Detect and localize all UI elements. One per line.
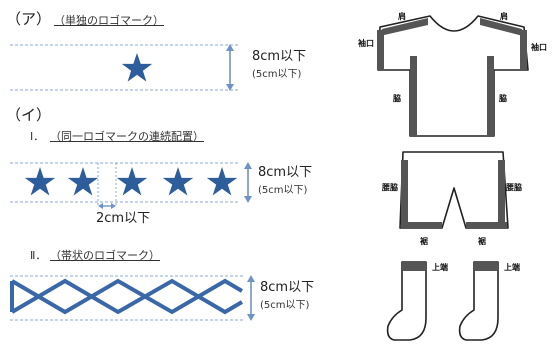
sub2-caption: （帯状のロゴマーク） — [50, 249, 160, 262]
sub1-height: 8cm以下 — [258, 165, 313, 180]
sub1-gap: 2cm以下 — [96, 211, 151, 226]
star-icon — [24, 167, 56, 196]
repeated-logo-guide — [10, 162, 238, 206]
sub2-height-sub: (5cm以下) — [260, 300, 310, 311]
label-sleeve-right: 袖口 — [531, 43, 547, 52]
section-i-label: （イ） — [6, 106, 52, 124]
shorts-illustration — [399, 151, 509, 229]
sub2-label: Ⅱ． — [30, 249, 47, 262]
band-logo-guide — [10, 275, 244, 321]
label-sock-top-left: 上端 — [432, 263, 448, 272]
sub1-height-sub: (5cm以下) — [258, 185, 308, 196]
section-a-height-sub: (5cm以下) — [252, 69, 302, 80]
height-arrow-icon — [226, 44, 234, 91]
height-arrow-icon — [247, 275, 255, 321]
label-shoulder-left: 肩 — [398, 12, 406, 21]
section-a-label: （ア） — [6, 10, 52, 28]
label-waist-side-right: 腰脇 — [506, 183, 522, 192]
star-icon — [67, 167, 99, 196]
label-side-right: 脇 — [499, 94, 507, 103]
label-sock-top-right: 上端 — [504, 263, 520, 272]
sub2-height: 8cm以下 — [260, 280, 315, 295]
height-arrow-icon — [244, 162, 252, 203]
single-logo-guide — [10, 44, 238, 91]
shirt-illustration — [377, 15, 529, 137]
section-a-caption: （単独のロゴマーク） — [54, 14, 164, 27]
sock-left — [386, 261, 427, 341]
section-a-height: 8cm以下 — [252, 49, 307, 64]
label-shoulder-right: 肩 — [500, 12, 508, 21]
star-icon — [206, 167, 238, 196]
label-side-left: 脇 — [393, 94, 401, 103]
sock-right — [458, 261, 499, 341]
sub1-caption: （同一ロゴマークの連続配置） — [50, 130, 204, 143]
sub1-label: Ⅰ． — [30, 130, 45, 143]
label-sleeve-left: 袖口 — [358, 39, 374, 48]
star-icon — [116, 167, 148, 196]
label-hem-right: 裾 — [478, 237, 486, 246]
star-icon — [162, 167, 194, 196]
star-icon — [121, 53, 153, 82]
gap-arrow-icon — [98, 203, 116, 209]
label-hem-left: 裾 — [420, 237, 428, 246]
band-logo — [10, 278, 244, 315]
label-waist-side-left: 腰脇 — [382, 183, 398, 192]
